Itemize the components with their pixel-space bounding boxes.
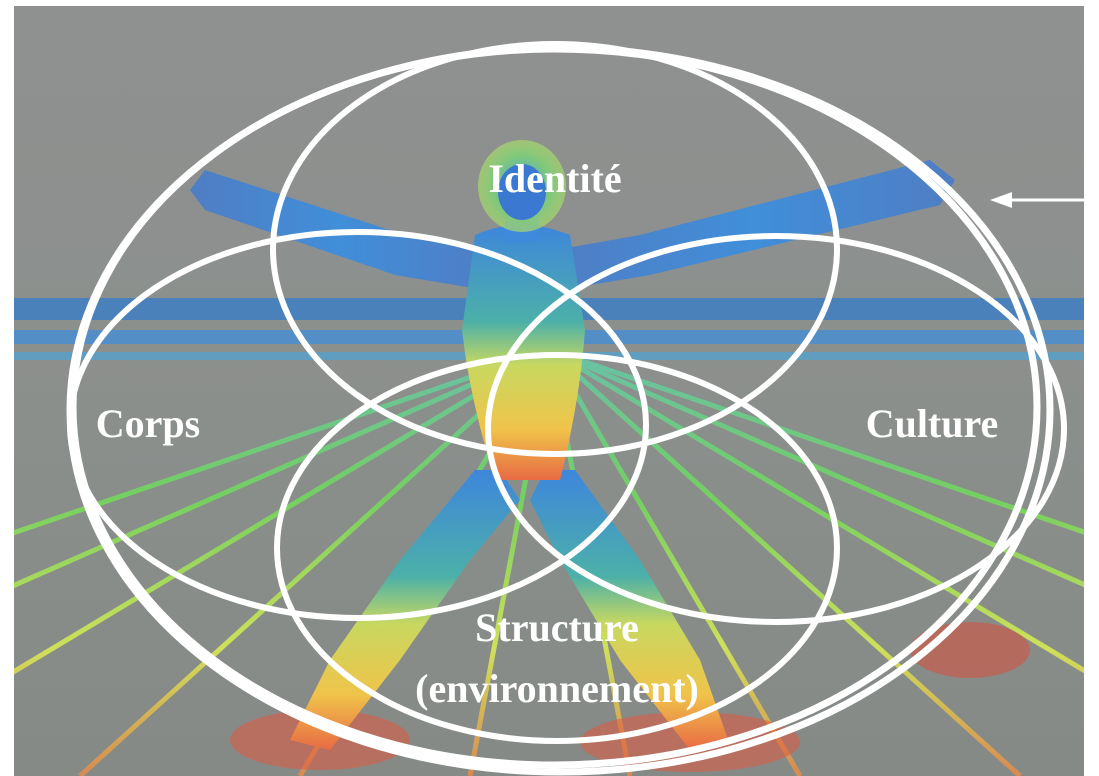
label-environnement: (environnement) <box>415 666 699 711</box>
venn-outlines <box>66 41 1067 776</box>
label-structure: Structure <box>475 605 639 650</box>
culture-ellipse <box>485 233 1067 625</box>
structure-ellipse <box>274 352 840 744</box>
label-identite: Identité <box>488 156 621 201</box>
label-corps: Corps <box>96 401 200 446</box>
identite-ellipse <box>270 41 840 457</box>
vitruvian-figure-image <box>190 140 955 750</box>
corps-ellipse <box>67 229 649 621</box>
arrow-left-icon <box>990 192 1099 208</box>
label-culture: Culture <box>866 401 999 446</box>
